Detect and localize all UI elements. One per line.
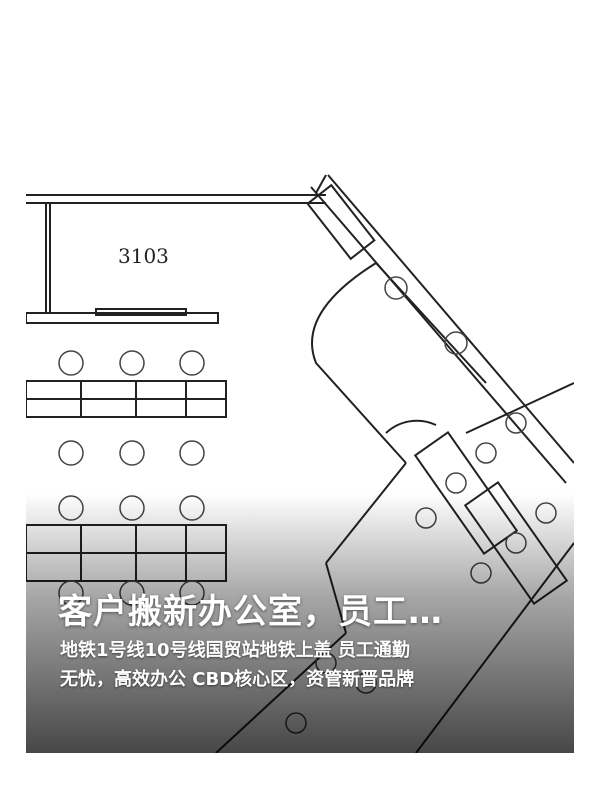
card-description-line-1: 地铁1号线10号线国贸站地铁上盖 员工通勤 (60, 640, 410, 661)
card-description: 地铁1号线10号线国贸站地铁上盖 员工通勤 无忧，高效办公 CBD核心区，资管新… (60, 636, 534, 694)
caption-gradient (26, 493, 574, 753)
card-description-line-2: 无忧，高效办公 CBD核心区，资管新晋品牌 (60, 669, 415, 690)
article-card[interactable]: 3103 客户搬新办公室，员工… 地铁1号线10号线国贸站地铁上盖 员工通勤 无… (26, 163, 574, 753)
card-title[interactable]: 客户搬新办公室，员工… (58, 592, 443, 632)
room-number-label: 3103 (118, 244, 169, 268)
